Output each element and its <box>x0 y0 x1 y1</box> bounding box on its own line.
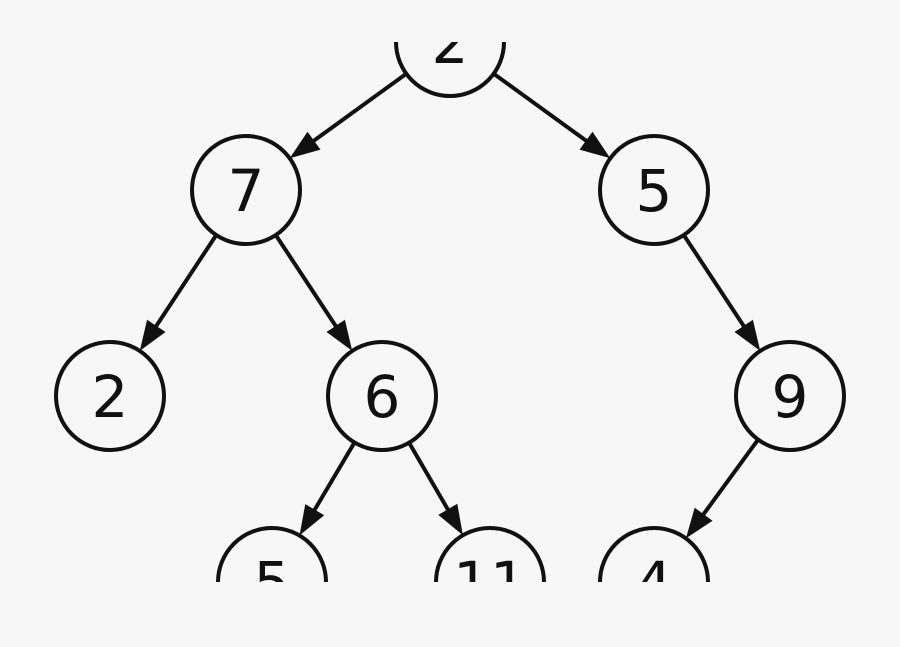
node-label: 7 <box>228 157 265 225</box>
edge-line <box>700 438 760 517</box>
tree-node-right: 5 <box>598 134 710 246</box>
edge-line <box>311 441 357 513</box>
arrowhead-icon <box>685 507 713 539</box>
tree-node-left-right: 6 <box>326 340 438 452</box>
edge-right-right-to-rr-left <box>685 438 760 539</box>
edge-left-right-to-lr-left <box>299 441 357 536</box>
arrowhead-icon <box>289 131 321 159</box>
arrowhead-icon <box>438 503 463 536</box>
node-label: 4 <box>636 549 673 617</box>
edge-right-to-right-right <box>682 233 761 351</box>
tree-node-root: 2 <box>394 9 506 98</box>
node-label: 2 <box>92 363 129 431</box>
arrowhead-icon <box>139 319 166 351</box>
node-label: 11 <box>453 549 527 617</box>
tree-node-left: 7 <box>190 134 302 246</box>
node-label: 6 <box>364 363 401 431</box>
node-circle <box>598 526 710 582</box>
node-circle <box>598 134 710 246</box>
edge-left-to-left-left <box>139 233 218 351</box>
tree-node-lr-left: 5 <box>216 526 328 617</box>
node-circle <box>734 340 846 452</box>
tree-node-rr-left: 4 <box>598 526 710 617</box>
edge-line <box>682 233 747 329</box>
node-label: 9 <box>772 363 809 431</box>
edge-line <box>153 233 218 329</box>
edge-left-right-to-lr-right <box>407 441 463 536</box>
edge-root-to-left <box>289 72 408 159</box>
node-label: 5 <box>254 549 291 617</box>
edges-layer <box>139 72 761 539</box>
arrowhead-icon <box>326 319 353 351</box>
node-label: 2 <box>432 9 469 77</box>
node-label: 5 <box>636 157 673 225</box>
tree-content: 2 7 5 2 6 9 5 11 4 <box>54 9 846 617</box>
nodes-layer: 2 7 5 2 6 9 5 11 4 <box>54 9 846 617</box>
tree-node-lr-right: 11 <box>434 526 546 617</box>
edge-line <box>274 233 339 329</box>
node-circle <box>216 526 328 582</box>
tree-node-right-right: 9 <box>734 340 846 452</box>
arrowhead-icon <box>734 319 761 351</box>
node-circle <box>394 42 506 98</box>
edge-line <box>407 441 451 513</box>
edge-root-to-right <box>492 72 611 159</box>
tree-node-left-left: 2 <box>54 340 166 452</box>
arrowhead-icon <box>299 504 325 536</box>
node-circle <box>434 526 546 582</box>
edge-line <box>492 72 589 144</box>
edge-left-to-left-right <box>274 233 353 351</box>
node-circle <box>326 340 438 452</box>
arrowhead-icon <box>579 131 611 159</box>
node-circle <box>54 340 166 452</box>
edge-line <box>311 72 408 144</box>
node-circle <box>190 134 302 246</box>
